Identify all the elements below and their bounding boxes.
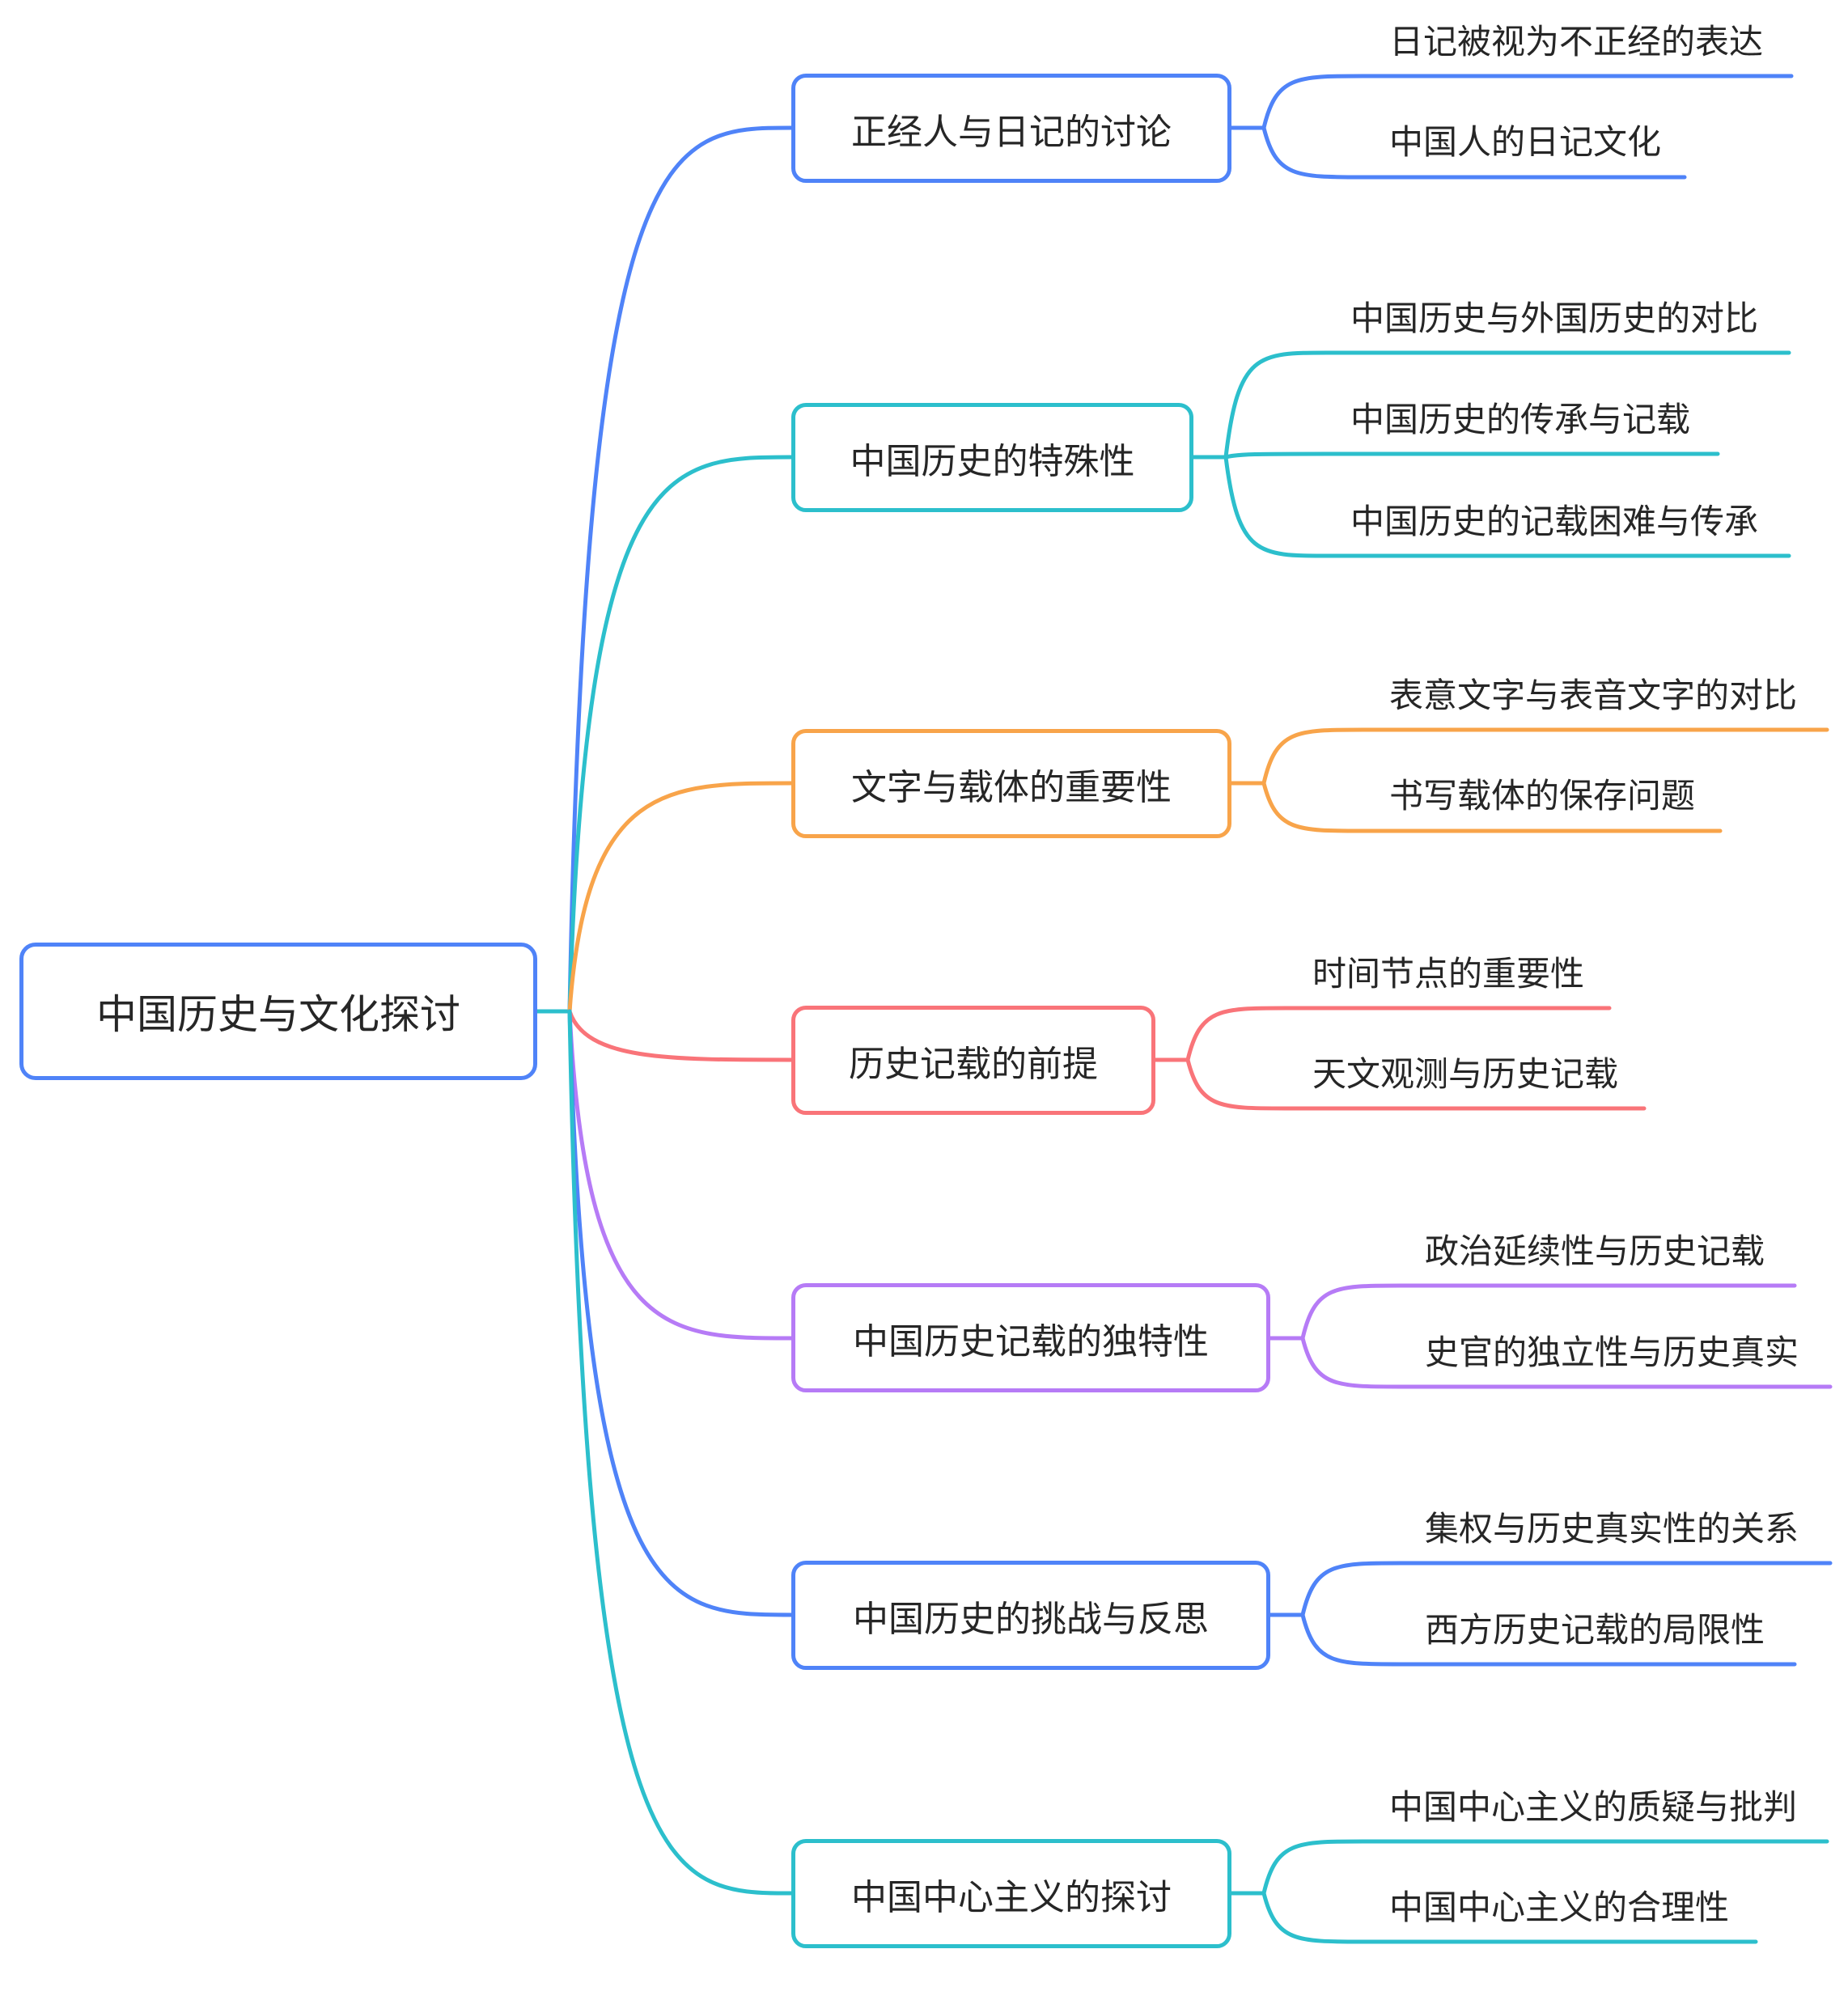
- leaf-topic[interactable]: 西方历史记载的局限性: [1425, 1610, 1765, 1650]
- leaf-connector: [1261, 727, 1829, 786]
- leaf-topic[interactable]: 政治延续性与历史记载: [1425, 1231, 1765, 1271]
- leaf-connector: [1185, 1006, 1612, 1062]
- branch-connector: [567, 125, 794, 1014]
- branch-node-record-uniqueness[interactable]: 中国历史记载的独特性: [791, 1283, 1270, 1392]
- branch-node-challenges[interactable]: 中国历史的挑战与反思: [791, 1561, 1270, 1670]
- leaf-topic[interactable]: 中国历史的传承与记载: [1350, 400, 1691, 439]
- leaf-connector: [1223, 455, 1791, 558]
- branch-label: 中国历史的挑战与反思: [853, 1598, 1209, 1640]
- leaf-topic[interactable]: 中国中心主义的合理性: [1389, 1888, 1730, 1927]
- branch-node-writing[interactable]: 文字与载体的重要性: [791, 729, 1231, 838]
- leaf-connector: [1300, 1336, 1833, 1389]
- leaf-topic[interactable]: 书写载体的保存问题: [1389, 776, 1696, 816]
- branch-connector: [567, 1009, 794, 1617]
- leaf-connector: [1185, 1057, 1647, 1111]
- branch-label: 中国历史的特殊性: [850, 440, 1135, 482]
- root-label: 中国历史与文化探讨: [96, 991, 460, 1038]
- leaf-connector: [1223, 451, 1720, 460]
- leaf-topic[interactable]: 表意文字与表音文字的对比: [1389, 676, 1798, 715]
- root-node[interactable]: 中国历史与文化探讨: [19, 943, 537, 1080]
- leaf-connector: [1223, 350, 1791, 460]
- leaf-connector: [1300, 1283, 1797, 1341]
- leaf-connector: [1261, 781, 1723, 833]
- branch-node-uniqueness[interactable]: 中国历史的特殊性: [791, 403, 1193, 512]
- leaf-topic[interactable]: 日记被视为不正经的表达: [1389, 22, 1764, 61]
- leaf-topic[interactable]: 时间节点的重要性: [1312, 954, 1585, 994]
- leaf-topic[interactable]: 天文观测与历史记载: [1312, 1054, 1619, 1094]
- branch-label: 正经人与日记的讨论: [851, 111, 1172, 153]
- leaf-connector: [1261, 74, 1794, 130]
- branch-node-premise[interactable]: 历史记载的前提: [791, 1006, 1155, 1115]
- branch-node-sinocentrism[interactable]: 中国中心主义的探讨: [791, 1839, 1231, 1948]
- branch-node-diary[interactable]: 正经人与日记的讨论: [791, 74, 1231, 183]
- leaf-connector: [1300, 1561, 1833, 1617]
- branch-connector: [567, 455, 794, 1014]
- leaf-topic[interactable]: 集权与历史真实性的关系: [1425, 1509, 1799, 1549]
- leaf-connector: [1261, 125, 1687, 180]
- leaf-topic[interactable]: 中国人的日记文化: [1389, 122, 1662, 162]
- leaf-topic[interactable]: 中国历史与外国历史的对比: [1350, 299, 1759, 338]
- branch-label: 文字与载体的重要性: [851, 766, 1172, 808]
- leaf-topic[interactable]: 史官的独立性与历史真实: [1425, 1333, 1799, 1372]
- leaf-topic[interactable]: 中国中心主义的质疑与批判: [1389, 1787, 1798, 1827]
- leaf-connector: [1261, 1891, 1758, 1944]
- branch-label: 中国中心主义的探讨: [851, 1876, 1172, 1918]
- leaf-connector: [1261, 1839, 1829, 1896]
- branch-connector: [567, 1009, 794, 1896]
- leaf-connector: [1300, 1612, 1797, 1667]
- branch-connector: [567, 781, 794, 1014]
- leaf-topic[interactable]: 中国历史的记载困难与传承: [1350, 502, 1759, 541]
- branch-label: 中国历史记载的独特性: [853, 1320, 1209, 1362]
- branch-connector: [567, 1009, 794, 1341]
- branch-connector: [567, 1009, 794, 1062]
- branch-label: 历史记载的前提: [849, 1043, 1098, 1085]
